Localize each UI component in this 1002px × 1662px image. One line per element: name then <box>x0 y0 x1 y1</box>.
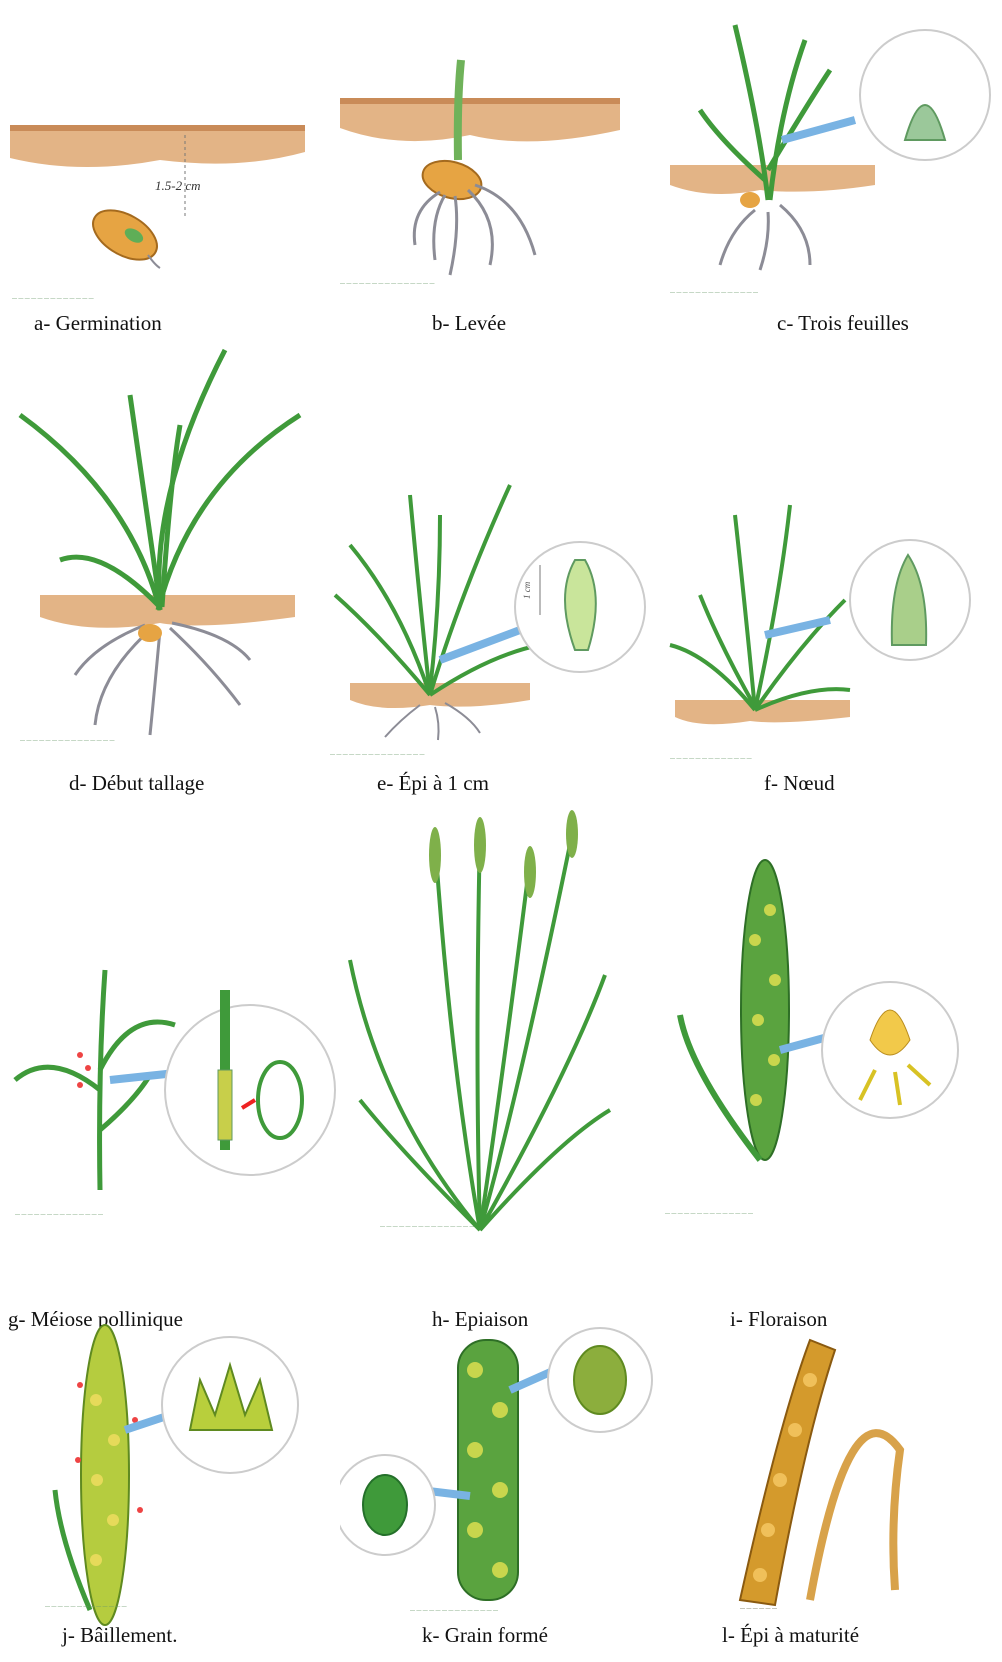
three-leaves-illustration: — — — — — — — — — — — — — — <box>660 0 1002 320</box>
leaves <box>335 485 540 695</box>
root-system <box>414 185 535 275</box>
svg-text:— — — — — — — — — — — — — —: — — — — — — — — — — — — — — <box>665 1211 753 1217</box>
stage-e-panel: 1 cm — — — — — — — — — — — — — — — e- Ép… <box>330 345 660 810</box>
stage-j-panel: — — — — — — — — — — — — — j- Bâillement. <box>0 1320 320 1662</box>
inset-magnifier <box>860 30 990 160</box>
inset-magnifier <box>822 982 958 1118</box>
svg-text:— — — — — — — — — — — — — —: — — — — — — — — — — — — — — <box>410 1608 498 1614</box>
soil-layer <box>10 125 305 167</box>
leaves <box>20 350 300 610</box>
svg-text:— — — — — — — — — — — — — —: — — — — — — — — — — — — — — <box>670 290 758 296</box>
wheat-ear <box>81 1325 129 1625</box>
stage-k-panel: — — — — — — — — — — — — — — k- Grain for… <box>340 1320 660 1662</box>
tillering-illustration: — — — — — — — — — — — — — — — <box>0 345 320 775</box>
emergence-illustration: — — — — — — — — — — — — — — — <box>330 0 650 320</box>
svg-text:1 cm: 1 cm <box>522 581 532 599</box>
inset-magnifier <box>165 990 335 1175</box>
heading-illustration: — — — — — — — — — — — — — — — <box>340 810 660 1290</box>
svg-text:— — — — — — — — — — — — —: — — — — — — — — — — — — — <box>12 296 94 302</box>
dry-leaf <box>810 1433 900 1600</box>
stage-l-panel: — — — — — — l- Épi à maturité <box>660 1320 1002 1662</box>
node-stage-illustration: — — — — — — — — — — — — — <box>660 345 1002 775</box>
inset-magnifier: 1 cm <box>515 542 645 672</box>
germination-illustration: 1.5-2 cm — — — — — — — — — — — — — <box>0 0 320 320</box>
stage-c-panel: — — — — — — — — — — — — — — c- Trois feu… <box>660 0 1002 345</box>
soil-layer <box>340 98 620 141</box>
stage-b-panel: — — — — — — — — — — — — — — — b- Levée <box>330 0 650 345</box>
leaves <box>15 970 175 1190</box>
stage-d-caption: d- Début tallage <box>69 771 204 796</box>
stage-d-panel: — — — — — — — — — — — — — — — d- Début t… <box>0 345 320 810</box>
yawning-illustration: — — — — — — — — — — — — — <box>0 1320 320 1635</box>
wheat-ears <box>429 810 578 898</box>
root-system <box>720 205 810 270</box>
stage-i-panel: — — — — — — — — — — — — — — i- Floraison <box>660 810 1002 1320</box>
stage-a-panel: 1.5-2 cm — — — — — — — — — — — — — a- Ge… <box>0 0 320 345</box>
ear-at-1cm-illustration: 1 cm — — — — — — — — — — — — — — — <box>330 345 660 775</box>
flowering-illustration: — — — — — — — — — — — — — — <box>660 810 1002 1290</box>
svg-text:— — — — — — — — — — — — — — —: — — — — — — — — — — — — — — — <box>380 1224 474 1230</box>
coleoptile-shoot <box>458 60 461 160</box>
stage-k-caption: k- Grain formé <box>422 1623 548 1648</box>
svg-text:— — — — — — — — — — — — —: — — — — — — — — — — — — — <box>45 1604 127 1610</box>
inset-magnifier <box>162 1337 298 1473</box>
stage-g-panel: — — — — — — — — — — — — — — g- Méiose po… <box>0 810 340 1320</box>
stage-l-caption: l- Épi à maturité <box>722 1623 859 1648</box>
stage-f-panel: — — — — — — — — — — — — — f- Nœud <box>660 345 1002 810</box>
stage-e-caption: e- Épi à 1 cm <box>377 771 489 796</box>
svg-text:— — — — — — — — — — — — —: — — — — — — — — — — — — — <box>670 756 752 762</box>
inset-magnifier-left <box>340 1455 435 1555</box>
mature-ear-illustration: — — — — — — <box>660 1320 1002 1635</box>
pollen-meiosis-illustration: — — — — — — — — — — — — — — <box>0 810 340 1290</box>
inset-magnifier-right <box>548 1328 652 1432</box>
stage-h-panel: — — — — — — — — — — — — — — — h- Epiaiso… <box>340 810 660 1320</box>
svg-text:— — — — — —: — — — — — — <box>740 1606 777 1612</box>
stage-a-caption: a- Germination <box>34 311 162 336</box>
svg-text:— — — — — — — — — — — — — — —: — — — — — — — — — — — — — — — <box>330 752 424 758</box>
leaves <box>670 505 850 710</box>
seed-icon <box>85 200 166 270</box>
soil-layer <box>675 700 850 724</box>
svg-text:— — — — — — — — — — — — — — —: — — — — — — — — — — — — — — — <box>20 738 114 744</box>
svg-text:— — — — — — — — — — — — — —: — — — — — — — — — — — — — — <box>15 1212 103 1218</box>
svg-text:— — — — — — — — — — — — — — —: — — — — — — — — — — — — — — — <box>340 281 434 287</box>
soil-layer <box>40 595 295 628</box>
stage-j-caption: j- Bâillement. <box>62 1623 177 1648</box>
inset-magnifier <box>850 540 970 660</box>
wheat-ear <box>741 860 789 1160</box>
leaves <box>350 820 610 1230</box>
stage-f-caption: f- Nœud <box>764 771 835 796</box>
wheat-ear <box>458 1340 518 1600</box>
root-system <box>385 703 480 740</box>
grain-formed-illustration: — — — — — — — — — — — — — — <box>340 1320 660 1635</box>
stage-c-caption: c- Trois feuilles <box>777 311 909 336</box>
root-system <box>75 623 250 735</box>
sowing-depth-label: 1.5-2 cm <box>155 178 201 193</box>
stage-b-caption: b- Levée <box>432 311 506 336</box>
